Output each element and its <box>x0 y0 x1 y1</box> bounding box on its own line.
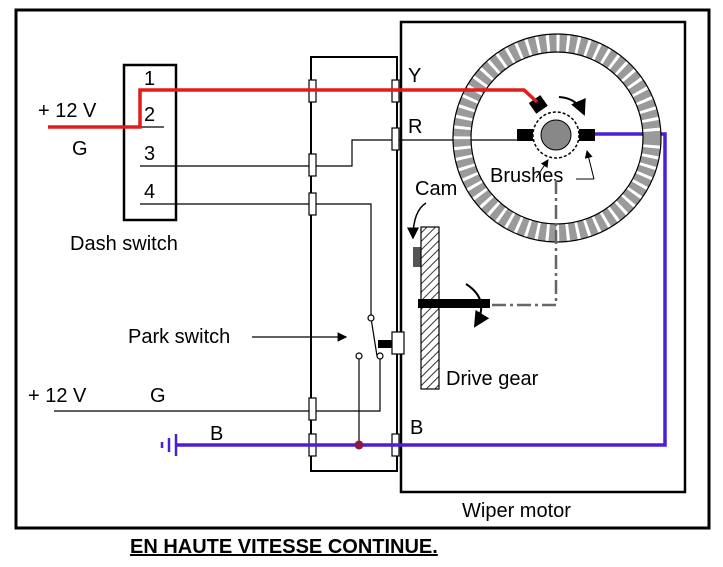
upper-supply-letter: G <box>72 138 88 160</box>
park-switch-label: Park switch <box>128 326 230 348</box>
brush-left <box>517 129 533 141</box>
gear-rotation-arrow-icon <box>465 283 490 328</box>
ground-symbol <box>160 434 178 456</box>
wiper-motor-label: Wiper motor <box>462 500 571 522</box>
motor-terminal-y: Y <box>408 65 421 87</box>
lower-supply-letter: G <box>150 385 166 407</box>
motor-stator-ring <box>453 34 661 242</box>
connector-pins <box>308 79 400 457</box>
blue-wire <box>176 132 667 447</box>
park-switch-plunger <box>391 331 405 355</box>
dash-terminal-2: 2 <box>144 104 155 126</box>
dash-terminal-4: 4 <box>144 181 155 203</box>
park-switch-actuator <box>378 340 404 348</box>
cam-lobe <box>413 247 423 267</box>
red-wire <box>48 88 539 129</box>
armature-core <box>540 119 572 151</box>
drive-gear-shaft <box>418 299 490 308</box>
brush-high-speed <box>528 95 548 114</box>
dash-terminal-1: 1 <box>144 68 155 90</box>
park-switch-contacts <box>355 314 384 360</box>
linkage-centerline <box>490 180 558 307</box>
lower-supply-voltage: + 12 V <box>28 385 87 407</box>
black-wires <box>54 139 522 446</box>
brush-right <box>579 129 595 141</box>
brushes-pointers <box>535 150 595 180</box>
connector-block <box>310 56 398 472</box>
wiper-motor-box <box>399 20 687 494</box>
dash-switch-box <box>122 63 178 222</box>
rotation-arrow-icon <box>558 96 586 116</box>
dash-switch-label: Dash switch <box>70 233 178 255</box>
caption: EN HAUTE VITESSE CONTINUE. <box>130 536 438 558</box>
cam-label: Cam <box>415 178 457 200</box>
upper-supply-voltage: + 12 V <box>38 100 97 122</box>
ground-wire-letter: B <box>210 423 223 445</box>
outer-frame <box>14 8 711 530</box>
motor-terminal-b: B <box>410 417 423 439</box>
drive-gear-label: Drive gear <box>446 368 539 390</box>
brushes-label: Brushes <box>490 165 563 187</box>
ground-junction-dot <box>354 440 364 450</box>
cam-pointer <box>407 202 427 240</box>
motor-terminal-r: R <box>408 116 422 138</box>
dash-terminal-3: 3 <box>144 143 155 165</box>
